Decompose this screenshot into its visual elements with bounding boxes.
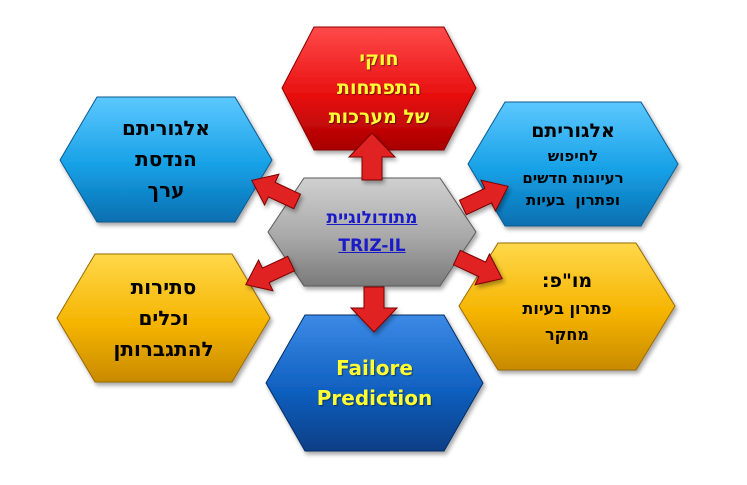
arrow-lower-right (452, 249, 503, 286)
node-upper-right-line4: ופתרון בעיות (526, 191, 620, 209)
node-center-line1: מתודולוגיית (326, 208, 418, 228)
arrow-down (349, 286, 399, 333)
arrow-lower-left (245, 255, 296, 292)
arrow-up (347, 132, 397, 181)
node-bottom: Failore Prediction (266, 315, 483, 451)
node-upper-left: אלגוריתם הנדסת ערך (60, 97, 272, 222)
node-top-line2: התפתחות (336, 77, 422, 99)
hex-center (267, 177, 477, 287)
node-upper-left-line1: אלגוריתם (122, 116, 210, 140)
node-center-line2: TRIZ-IL (338, 236, 406, 256)
node-upper-left-line2: הנדסת (135, 147, 197, 171)
hex-upper-right (467, 101, 679, 227)
node-top: חוקי התפתחות של מערכות (282, 27, 476, 150)
hex-top (281, 26, 477, 151)
node-upper-right-line3: רעיונות חדשים (522, 169, 624, 187)
node-upper-right-line1: אלגוריתם (531, 120, 615, 142)
hex-bottom (265, 314, 484, 452)
arrow-upper-left (251, 173, 302, 210)
node-top-line1: חוקי (359, 48, 399, 70)
hex-lower-right (458, 242, 676, 371)
node-bottom-line1: Failore (336, 356, 413, 380)
node-lower-left: סתירות וכלים להתגברותן (57, 254, 270, 382)
node-lower-right-line1: מו"פ: (541, 269, 593, 292)
node-upper-left-line3: ערך (147, 178, 185, 202)
hex-lower-left (56, 253, 271, 383)
node-lower-right: מו"פ: פתרון בעיות מחקר (459, 243, 675, 370)
node-lower-right-line2: פתרון בעיות (522, 298, 612, 318)
node-lower-left-line1: סתירות (130, 274, 197, 299)
node-top-line3: של מערכות (328, 106, 430, 128)
arrow-upper-right (458, 179, 509, 216)
node-lower-left-line3: להתגברותן (113, 336, 214, 361)
node-upper-right: אלגוריתם לחיפוש רעיונות חדשים ופתרון בעי… (468, 102, 678, 226)
node-lower-right-line3: מחקר (545, 324, 589, 344)
node-lower-left-line2: וכלים (138, 305, 189, 330)
node-bottom-line2: Prediction (316, 386, 433, 410)
hex-upper-left (59, 96, 273, 223)
node-upper-right-line2: לחיפוש (547, 147, 599, 165)
node-center: מתודולוגיית TRIZ-IL (268, 178, 476, 286)
